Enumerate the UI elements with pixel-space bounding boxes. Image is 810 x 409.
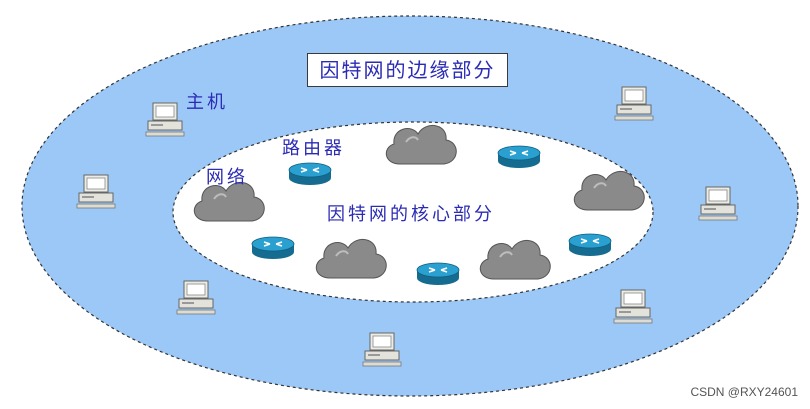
network-label: 网络 — [206, 167, 248, 188]
edge-title: 因特网的边缘部分 — [307, 53, 508, 87]
router-icon — [251, 236, 295, 260]
router-icon — [288, 162, 332, 186]
watermark: CSDN @RXY24601 — [690, 385, 798, 399]
router-label: 路由器 — [282, 138, 345, 159]
router-icon — [416, 262, 460, 286]
router-icon — [568, 233, 612, 257]
router-icon — [497, 145, 541, 169]
core-label: 因特网的核心部分 — [327, 204, 495, 225]
host-label: 主机 — [186, 92, 228, 113]
